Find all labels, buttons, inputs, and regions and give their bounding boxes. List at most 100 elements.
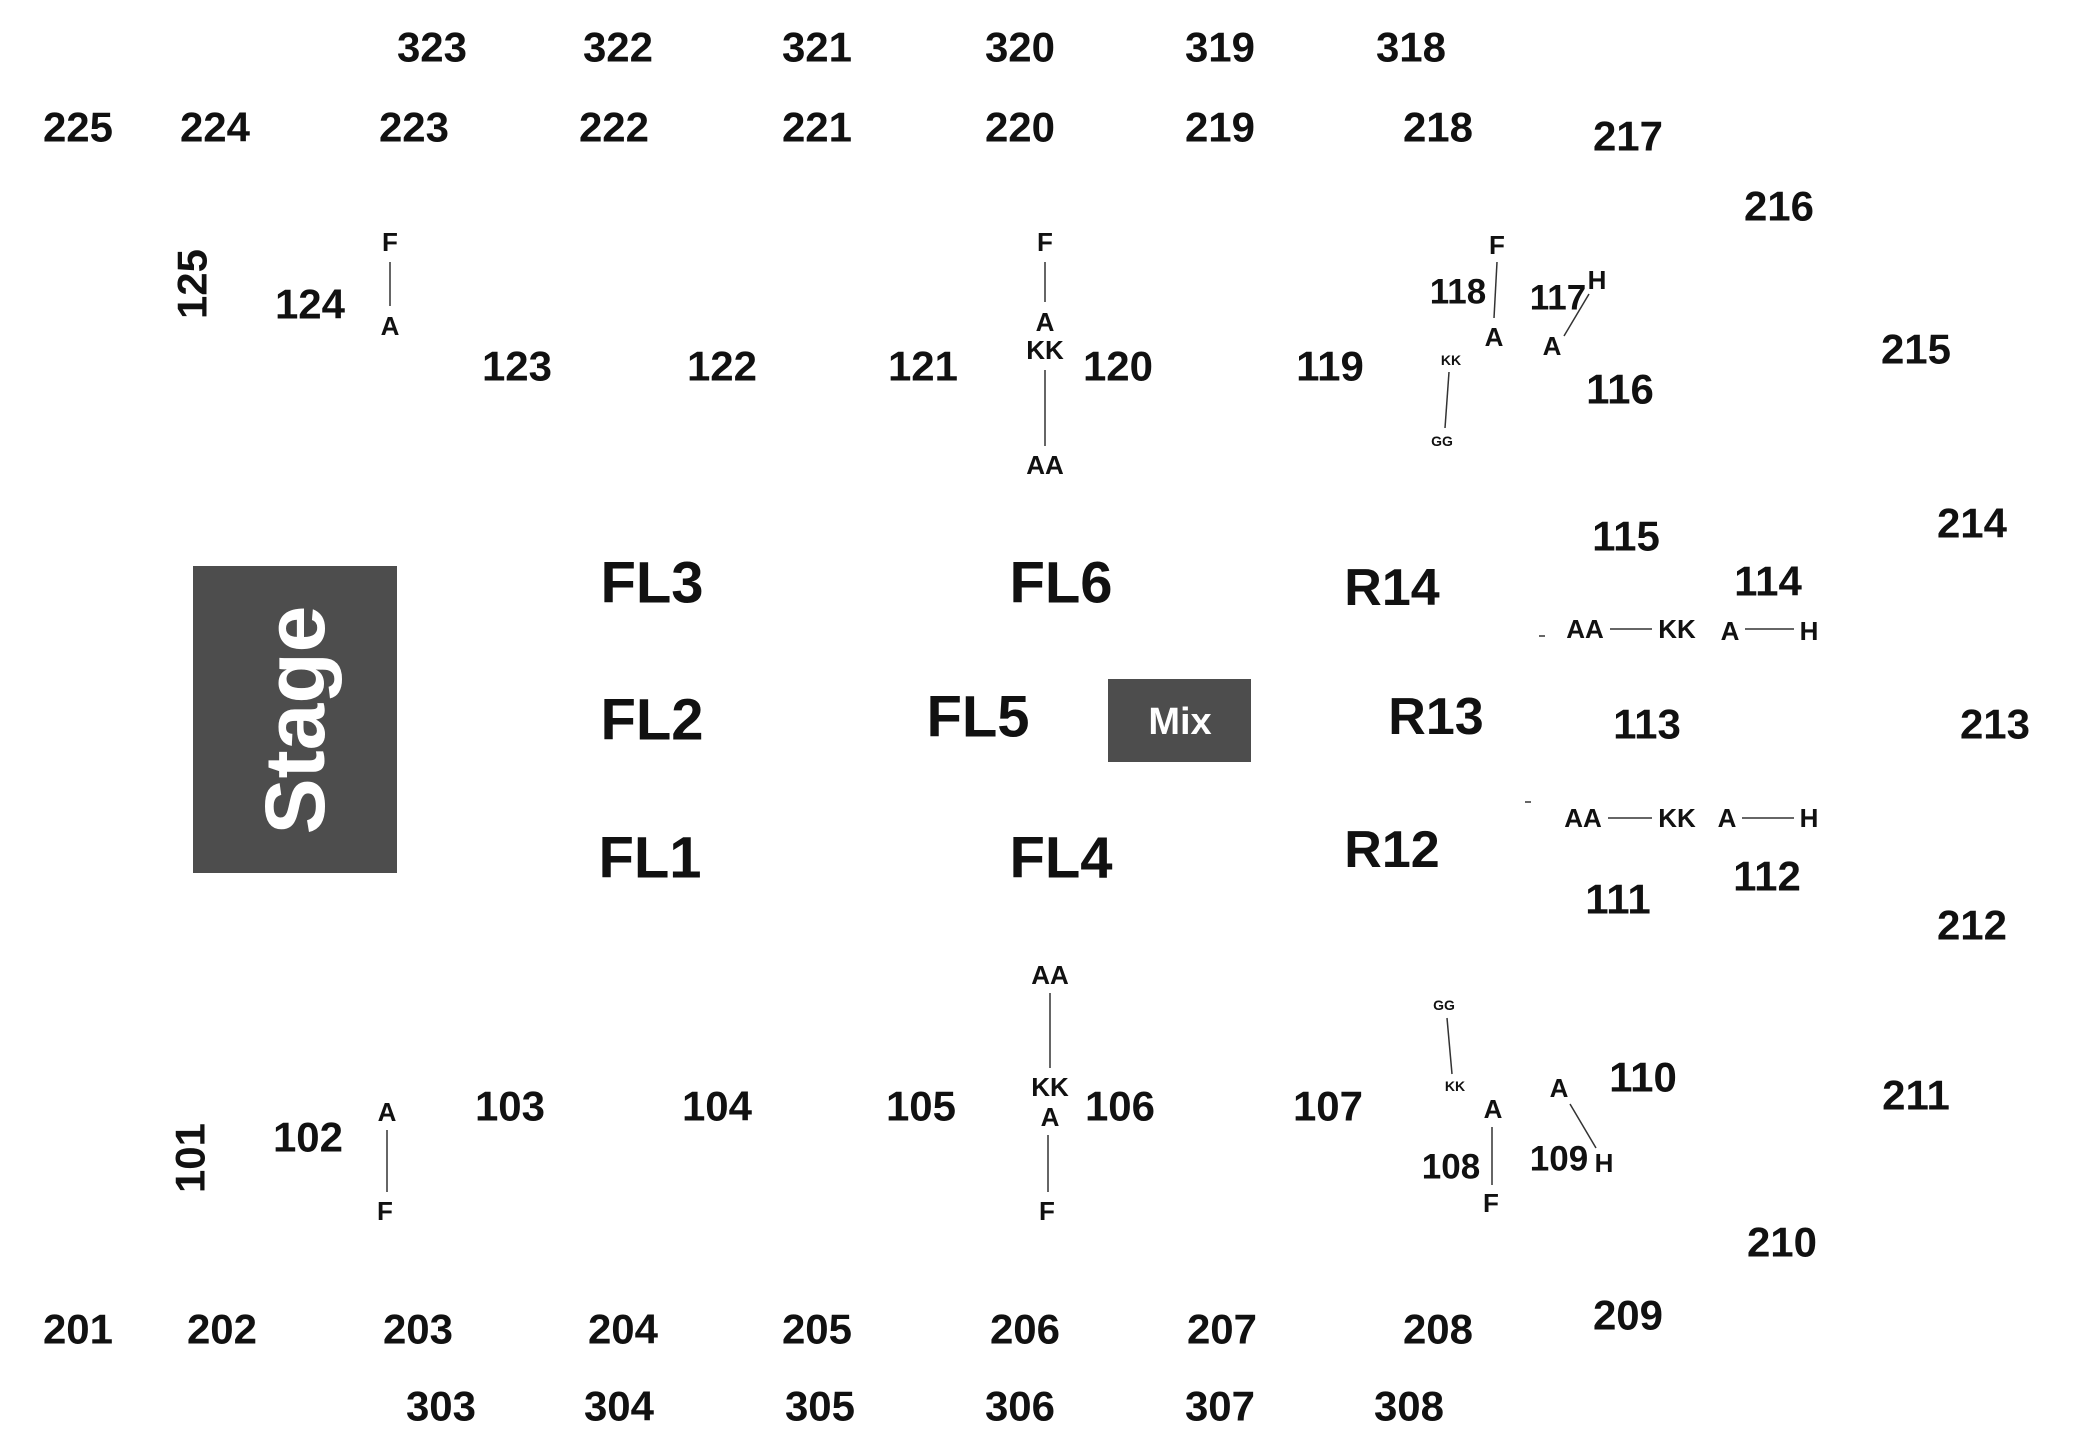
upper-300-bottom: 303 304 305 306 307 308 [406,1383,1444,1430]
row-label: KK [1441,352,1461,368]
section-103[interactable]: 103 [475,1083,545,1130]
section-113[interactable]: 113 [1613,701,1681,748]
section-306[interactable]: 306 [985,1383,1055,1430]
row-label: H [1588,265,1607,295]
section-107[interactable]: 107 [1293,1083,1363,1130]
floor-sections: FL3 FL2 FL1 FL6 FL5 FL4 [598,551,1112,891]
section-120[interactable]: 120 [1083,343,1153,390]
section-121[interactable]: 121 [888,343,958,390]
row-connector [1446,1017,1453,1075]
section-217[interactable]: 217 [1593,113,1663,160]
section-fl4[interactable]: FL4 [1009,826,1112,891]
row-label: F [1039,1196,1055,1226]
section-112[interactable]: 112 [1733,853,1801,900]
section-108[interactable]: 108 [1422,1148,1480,1187]
section-319[interactable]: 319 [1185,24,1255,71]
section-308[interactable]: 308 [1374,1383,1444,1430]
section-222[interactable]: 222 [579,104,649,151]
section-303[interactable]: 303 [406,1383,476,1430]
section-211[interactable]: 211 [1882,1072,1950,1119]
section-105[interactable]: 105 [886,1083,956,1130]
section-118[interactable]: 118 [1430,273,1486,312]
section-215[interactable]: 215 [1881,326,1951,373]
section-109[interactable]: 109 [1530,1140,1588,1179]
row-label: A [1041,1102,1060,1132]
row-label: AA [1566,614,1604,644]
section-213[interactable]: 213 [1960,701,2030,748]
row-label: F [1037,227,1053,257]
section-220[interactable]: 220 [985,104,1055,151]
section-323[interactable]: 323 [397,24,467,71]
row-label: A [381,311,400,341]
section-307[interactable]: 307 [1185,1383,1255,1430]
section-fl2[interactable]: FL2 [600,688,703,753]
section-102[interactable]: 102 [273,1114,343,1161]
section-106[interactable]: 106 [1085,1083,1155,1130]
section-115[interactable]: 115 [1592,513,1660,560]
section-111[interactable]: 111 [1585,876,1650,923]
row-label: F [1489,230,1505,260]
section-fl6[interactable]: FL6 [1009,551,1112,616]
row-label: A [1484,1094,1503,1124]
section-218[interactable]: 218 [1403,104,1473,151]
section-206[interactable]: 206 [990,1306,1060,1353]
section-104[interactable]: 104 [682,1083,753,1130]
upper-300-top: 323 322 321 320 319 318 [397,24,1446,71]
section-fl5[interactable]: FL5 [926,685,1029,750]
section-322[interactable]: 322 [583,24,653,71]
section-318[interactable]: 318 [1376,24,1446,71]
section-r12[interactable]: R12 [1344,821,1439,879]
section-fl1[interactable]: FL1 [598,826,701,891]
section-225[interactable]: 225 [43,104,113,151]
section-320[interactable]: 320 [985,24,1055,71]
section-208[interactable]: 208 [1403,1306,1473,1353]
section-fl3[interactable]: FL3 [600,551,703,616]
lower-100-bowl: 125 124 123 122 121 120 119 118 117 116 … [167,249,1803,1193]
section-r13[interactable]: R13 [1388,688,1483,746]
section-116[interactable]: 116 [1586,366,1654,413]
row-label: KK [1026,335,1064,365]
section-125[interactable]: 125 [169,249,216,319]
section-212[interactable]: 212 [1937,902,2007,949]
section-224[interactable]: 224 [180,104,251,151]
section-223[interactable]: 223 [379,104,449,151]
row-label: F [377,1196,393,1226]
row-label: H [1800,616,1819,646]
row-connector [1563,293,1590,337]
section-204[interactable]: 204 [588,1306,659,1353]
section-123[interactable]: 123 [482,343,552,390]
row-label: GG [1433,997,1455,1013]
row-label: A [1543,331,1562,361]
mix-box[interactable] [1108,679,1251,762]
section-117[interactable]: 117 [1530,279,1586,318]
section-202[interactable]: 202 [187,1306,257,1353]
section-110[interactable]: 110 [1609,1054,1677,1101]
row-label: H [1595,1148,1614,1178]
section-101[interactable]: 101 [167,1123,214,1193]
section-210[interactable]: 210 [1747,1219,1817,1266]
section-216[interactable]: 216 [1744,183,1814,230]
section-114[interactable]: 114 [1734,558,1802,605]
row-label: KK [1445,1078,1465,1094]
section-201[interactable]: 201 [43,1306,113,1353]
section-304[interactable]: 304 [584,1383,655,1430]
section-205[interactable]: 205 [782,1306,852,1353]
section-122[interactable]: 122 [687,343,757,390]
section-214[interactable]: 214 [1937,500,2008,547]
riser-sections: R14 R13 R12 [1344,559,1483,879]
section-r14[interactable]: R14 [1344,559,1439,617]
row-connector [1569,1103,1597,1149]
section-119[interactable]: 119 [1296,343,1364,390]
stage-box[interactable] [193,566,397,873]
section-203[interactable]: 203 [383,1306,453,1353]
row-label: A [1550,1073,1569,1103]
section-321[interactable]: 321 [782,24,852,71]
row-label: A [1718,803,1737,833]
mid-200-ring: 225 224 223 222 221 220 219 218 217 216 … [43,104,2030,1353]
section-221[interactable]: 221 [782,104,852,151]
section-207[interactable]: 207 [1187,1306,1257,1353]
section-219[interactable]: 219 [1185,104,1255,151]
section-209[interactable]: 209 [1593,1292,1663,1339]
section-124[interactable]: 124 [275,281,346,328]
section-305[interactable]: 305 [785,1383,855,1430]
